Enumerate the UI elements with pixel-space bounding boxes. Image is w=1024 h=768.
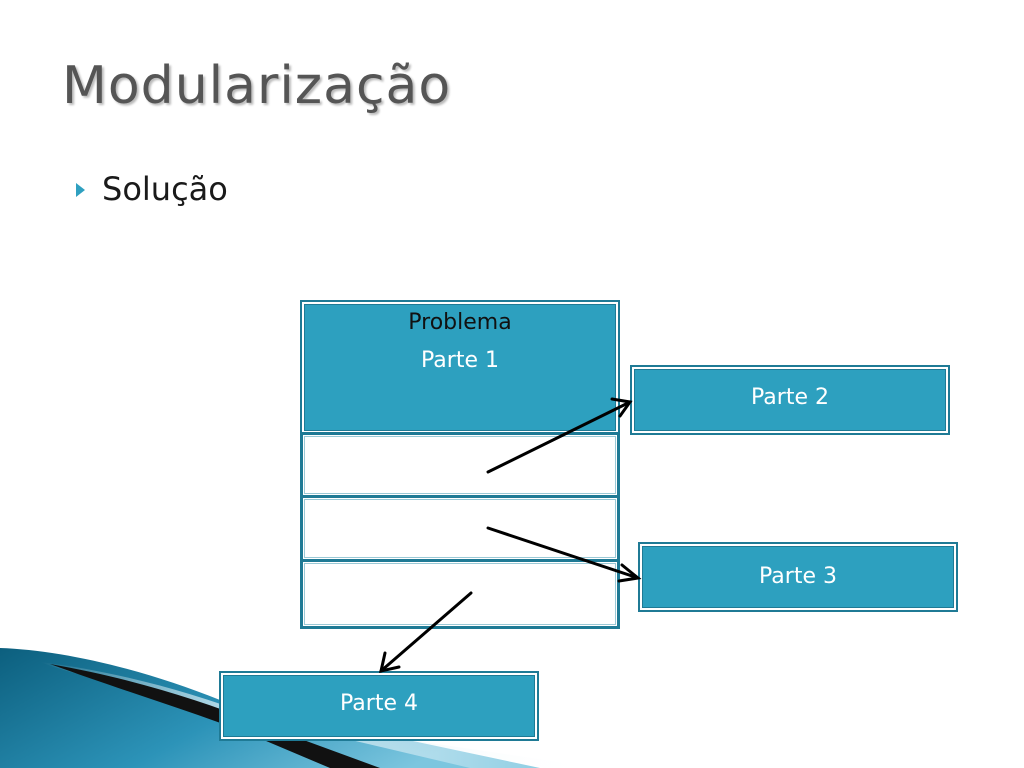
bullet-text: Solução [102,170,228,208]
part3-box: Parte 3 [638,542,958,612]
part4-box: Parte 4 [219,671,539,741]
problem-row-3 [300,559,620,629]
problem-row-2 [300,495,620,562]
part4-label: Parte 4 [340,691,418,716]
bullet-arrow-icon [76,183,85,197]
arrow-to-part3 [486,526,642,583]
problem-box: Problema Parte 1 [300,300,620,435]
part2-label: Parte 2 [751,385,829,410]
arrow-to-part4 [379,591,473,673]
problem-title: Problema [408,310,512,335]
slide-title: Modularização [62,56,452,116]
arrow-to-part2 [486,397,633,474]
part3-label: Parte 3 [759,564,837,589]
problem-row-1 [300,432,620,498]
part2-box: Parte 2 [630,365,950,435]
part1-label: Parte 1 [421,348,499,373]
